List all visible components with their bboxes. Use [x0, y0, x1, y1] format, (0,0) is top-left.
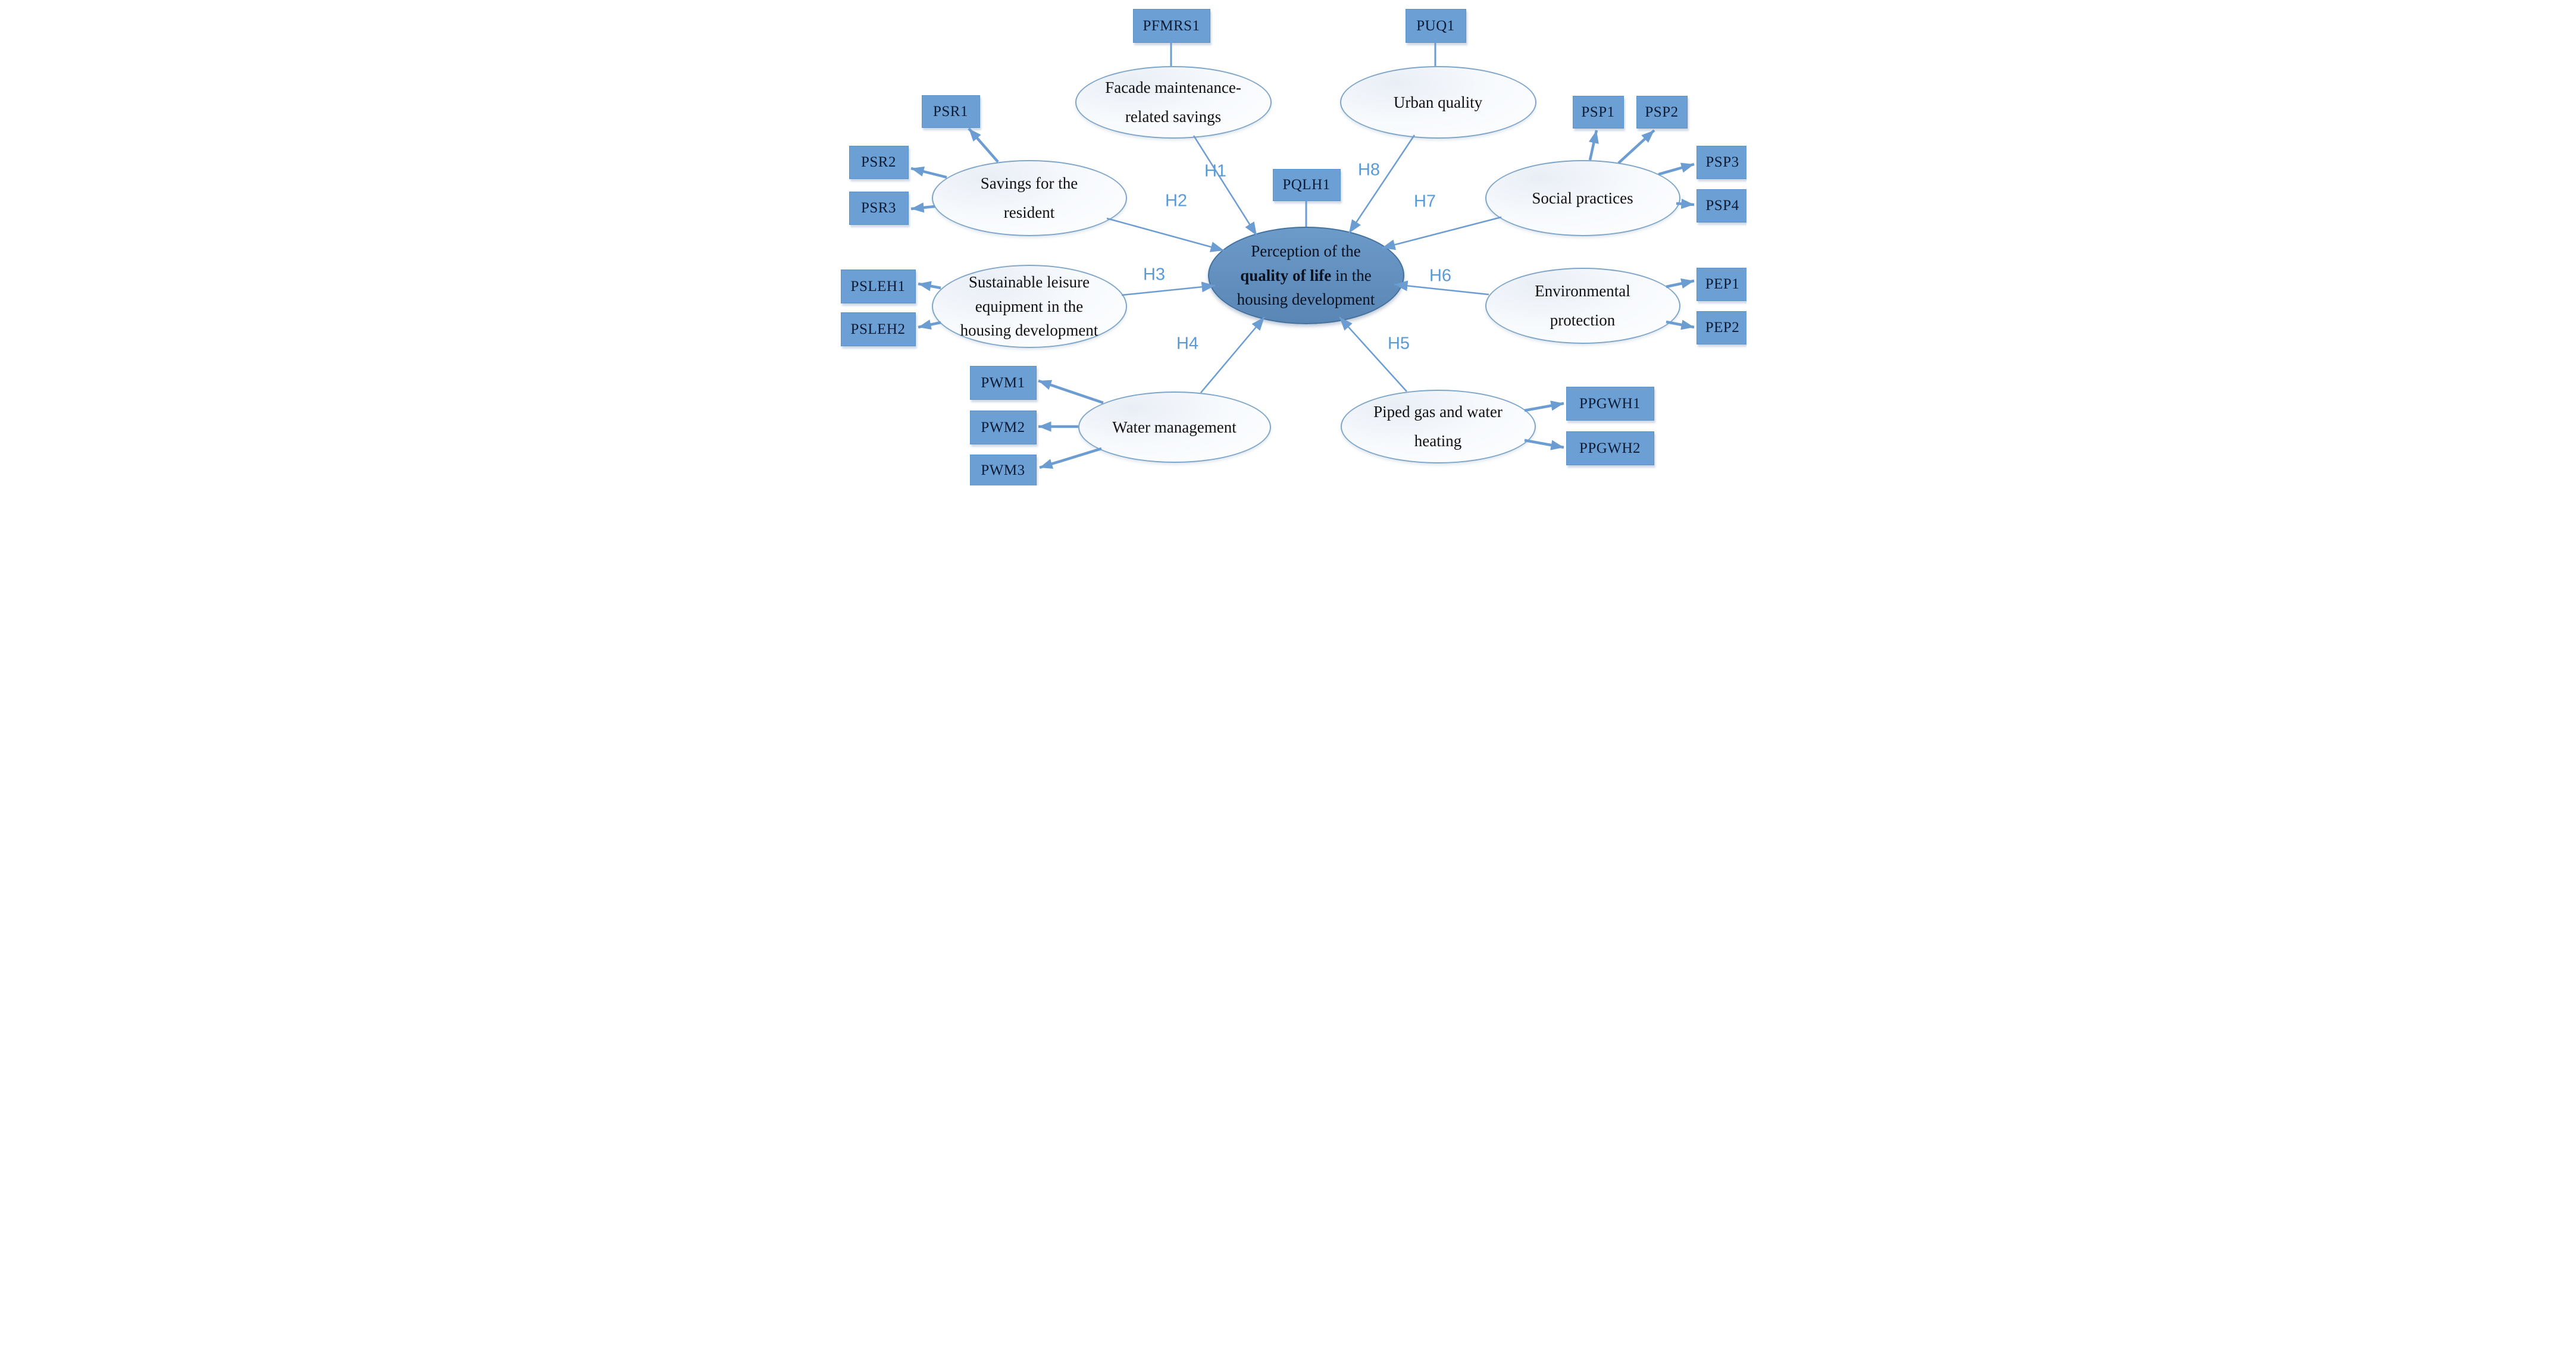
path-arrow-h3 — [1121, 281, 1215, 296]
construct-ellipse-perception-quality-of-life: Perception of the quality of life in the… — [1207, 227, 1404, 324]
indicator-box-pwm3: PWM3 — [969, 455, 1037, 485]
indicator-arrow-psr2 — [910, 166, 947, 179]
indicator-box-psleh1: PSLEH1 — [840, 270, 916, 303]
indicator-box-psr3: PSR3 — [849, 192, 909, 225]
indicator-arrow-pep1 — [1666, 278, 1694, 289]
indicator-box-psp4: PSP4 — [1696, 189, 1746, 223]
indicator-box-pep1: PEP1 — [1696, 268, 1746, 301]
indicator-box-ppgwh1: PPGWH1 — [1566, 387, 1654, 421]
path-arrow-h4 — [1200, 317, 1265, 393]
construct-label-line: housing development — [960, 321, 1098, 340]
indicator-arrow-pwm3 — [1038, 447, 1102, 469]
construct-ellipse-water-management: Water management — [1078, 391, 1271, 463]
indicator-box-ppgwh2: PPGWH2 — [1566, 431, 1654, 465]
indicator-box-pwm1: PWM1 — [969, 366, 1037, 400]
indicator-arrow-ppgwh2 — [1524, 438, 1564, 450]
construct-ellipse-social-practices: Social practices — [1485, 160, 1680, 236]
construct-label-line: Water management — [1112, 418, 1237, 436]
path-arrow-h5 — [1338, 317, 1407, 392]
indicator-box-puq1: PUQ1 — [1405, 9, 1466, 43]
construct-ellipse-urban-quality: Urban quality — [1339, 66, 1536, 139]
indicator-arrow-psr1 — [967, 127, 999, 163]
center-label-line: quality of life in the — [1237, 264, 1375, 288]
indicator-arrow-psleh1 — [918, 281, 941, 292]
indicator-arrow-psr3 — [910, 202, 935, 213]
path-arrow-h2 — [1106, 217, 1224, 252]
construct-label-line: related savings — [1125, 108, 1222, 126]
path-arrow-h8 — [1348, 134, 1415, 234]
indicator-arrow-ppgwh1 — [1524, 400, 1564, 412]
path-arrow-h7 — [1381, 216, 1501, 250]
construct-ellipse-sustainable-leisure-equipment: Sustainable leisure equipment in the hou… — [931, 265, 1127, 348]
construct-label-line: Savings for the — [980, 174, 1078, 193]
hypothesis-label-h8: H8 — [1357, 160, 1381, 180]
path-arrow-h6 — [1394, 280, 1489, 296]
indicator-arrow-psleh2 — [918, 319, 941, 330]
indicator-box-pep2: PEP2 — [1696, 311, 1746, 344]
indicator-arrow-psp1 — [1588, 130, 1599, 161]
indicator-box-pwm2: PWM2 — [969, 411, 1037, 444]
indicator-arrow-psp3 — [1657, 162, 1695, 176]
indicator-box-psp1: PSP1 — [1572, 96, 1624, 129]
hypothesis-label-h5: H5 — [1387, 334, 1410, 353]
construct-label-line: Environmental — [1535, 282, 1630, 300]
hypothesis-label-h7: H7 — [1413, 192, 1436, 211]
indicator-box-psp3: PSP3 — [1696, 146, 1746, 179]
indicator-box-psr1: PSR1 — [921, 95, 980, 128]
construct-label-line: heating — [1414, 432, 1462, 450]
path-arrow-h1 — [1192, 135, 1257, 236]
construct-ellipse-facade-maintenance-savings: Facade maintenance- related savings — [1075, 66, 1272, 139]
construct-ellipse-environmental-protection: Environmental protection — [1485, 268, 1680, 344]
center-label-rest: in the — [1331, 266, 1372, 284]
indicator-box-pqlh1: PQLH1 — [1272, 169, 1341, 201]
construct-label-line: protection — [1550, 311, 1616, 329]
indicator-box-psp2: PSP2 — [1636, 96, 1688, 129]
indicator-arrow-pwm1 — [1037, 379, 1104, 405]
construct-label-line: Facade maintenance- — [1105, 79, 1241, 97]
hypothesis-label-h1: H1 — [1204, 161, 1227, 181]
sem-path-diagram: PFMRS1 PUQ1 PQLH1 PSR1 PSR2 PSR3 PSLEH1 … — [830, 0, 1746, 485]
hypothesis-label-h6: H6 — [1429, 266, 1452, 286]
hypothesis-label-h4: H4 — [1176, 334, 1199, 353]
construct-label-line: Sustainable leisure — [968, 273, 1090, 292]
indicator-arrow-psp2 — [1617, 129, 1655, 164]
hypothesis-label-h3: H3 — [1143, 265, 1166, 284]
bold-phrase: quality of life — [1240, 266, 1332, 284]
construct-label-line: equipment in the — [975, 297, 1084, 315]
construct-label-line: Urban quality — [1393, 93, 1483, 111]
hypothesis-label-h2: H2 — [1165, 191, 1188, 211]
construct-ellipse-piped-gas-water-heating: Piped gas and water heating — [1340, 390, 1536, 463]
center-label-line: housing development — [1237, 290, 1375, 309]
construct-label-line: Social practices — [1532, 189, 1633, 207]
indicator-box-pfmrs1: PFMRS1 — [1132, 9, 1210, 43]
construct-label-line: Piped gas and water — [1373, 403, 1503, 421]
indicator-box-psr2: PSR2 — [849, 146, 909, 179]
center-label-line: Perception of the — [1251, 242, 1361, 261]
construct-label-line: resident — [1003, 203, 1055, 221]
construct-ellipse-savings-for-resident: Savings for the resident — [931, 160, 1127, 236]
indicator-box-psleh2: PSLEH2 — [840, 312, 916, 346]
